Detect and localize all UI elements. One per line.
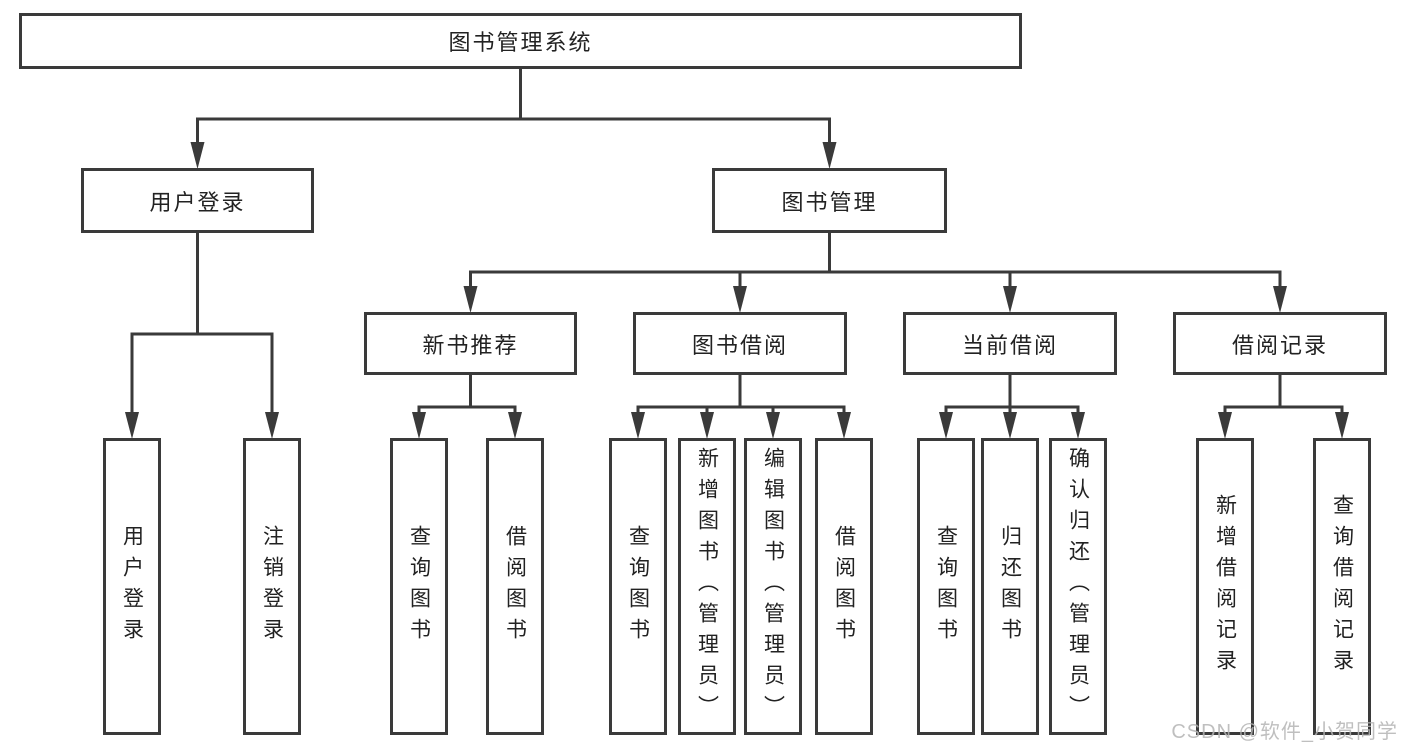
node-label: 编辑图书（管理员） [761,447,785,726]
node-root: 图书管理系统 [19,13,1022,69]
node-label: 新书推荐 [422,332,519,358]
node-label: 借阅图书 [503,524,527,649]
arrowhead [1003,412,1017,439]
node-label: 当前借阅 [961,332,1058,358]
arrowhead [1071,412,1085,439]
node-leaf-nbr-query: 查询图书 [390,438,448,735]
node-label: 借阅记录 [1231,332,1328,358]
node-label: 注销登录 [260,524,284,649]
node-user-login: 用户登录 [81,168,314,233]
node-leaf-logout: 注销登录 [243,438,301,735]
node-leaf-cb-confirm: 确认归还（管理员） [1049,438,1107,735]
node-label: 图书借阅 [691,332,788,358]
node-label: 归还图书 [998,524,1022,649]
node-leaf-cb-query: 查询图书 [917,438,975,735]
node-label: 新增图书（管理员） [695,447,719,726]
arrowhead [822,142,837,169]
arrowhead [412,412,426,439]
arrowhead [700,412,714,439]
node-label: 用户登录 [120,524,144,649]
arrowhead [265,412,279,439]
node-book-borrow: 图书借阅 [633,312,847,375]
node-new-book-rec: 新书推荐 [364,312,577,375]
node-leaf-cb-return: 归还图书 [981,438,1039,735]
node-leaf-br-add: 新增借阅记录 [1196,438,1254,735]
node-label: 图书管理 [781,189,878,215]
arrowhead [733,286,747,313]
node-leaf-nbr-borrow: 借阅图书 [486,438,544,735]
node-label: 新增借阅记录 [1213,493,1237,680]
arrowhead [463,286,478,313]
node-book-mgmt: 图书管理 [712,168,947,233]
arrowhead [766,412,780,439]
node-leaf-bb-add: 新增图书（管理员） [678,438,736,735]
node-label: 用户登录 [149,189,246,215]
node-label: 查询借阅记录 [1330,493,1354,680]
arrowhead [1218,412,1232,439]
node-leaf-bb-query: 查询图书 [609,438,667,735]
node-label: 查询图书 [626,524,650,649]
arrowhead [631,412,645,439]
node-leaf-user-login: 用户登录 [103,438,161,735]
arrowhead [1273,286,1287,313]
arrowhead [508,412,522,439]
node-label: 图书管理系统 [448,30,593,55]
node-leaf-bb-edit: 编辑图书（管理员） [744,438,802,735]
node-leaf-br-query: 查询借阅记录 [1313,438,1371,735]
node-borrow-record: 借阅记录 [1173,312,1387,375]
arrowhead [125,412,139,439]
arrowhead [939,412,953,439]
arrowhead [190,142,205,169]
arrowhead [1335,412,1349,439]
node-current-borrow: 当前借阅 [903,312,1117,375]
node-label: 查询图书 [934,524,958,649]
node-label: 借阅图书 [832,524,856,649]
csdn-watermark: CSDN @软件_小贺同学 [1171,721,1398,743]
arrowhead [837,412,851,439]
node-label: 确认归还（管理员） [1066,447,1090,726]
node-leaf-bb-borrow: 借阅图书 [815,438,873,735]
node-label: 查询图书 [407,524,431,649]
arrowhead [1003,286,1017,313]
